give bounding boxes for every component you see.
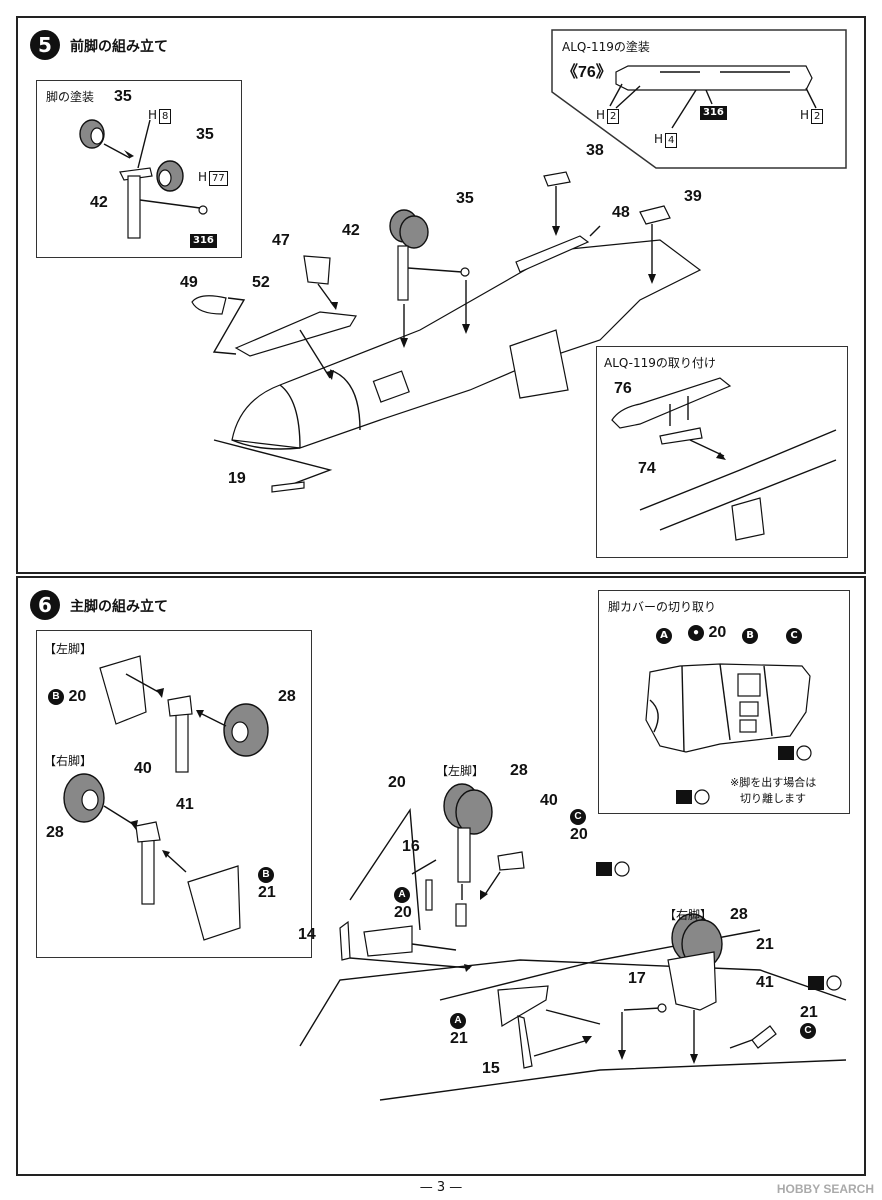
left-leg-part-28: 28	[278, 688, 296, 705]
alq-part-76: 76	[614, 380, 632, 397]
cover-cut-marker-b: B	[742, 628, 758, 644]
right-leg-part-41: 41	[176, 796, 194, 813]
paint-code-316: 316	[190, 232, 217, 248]
main-right-title: 【右脚】	[664, 908, 713, 922]
step6-title: 主脚の組み立て	[70, 599, 168, 615]
part-38: 38	[586, 142, 604, 159]
main-part-21b: 21	[756, 936, 774, 953]
main-part-15: 15	[482, 1060, 500, 1077]
cover-cut-marker-a: A	[656, 628, 672, 644]
paint-part-35b: 35	[196, 126, 214, 143]
part-39: 39	[684, 188, 702, 205]
main-left-title: 【左脚】	[436, 764, 485, 778]
cover-cut-note-2: 切り離します	[740, 792, 806, 805]
cover-cut-marker-c: C	[786, 628, 802, 644]
cover-cut-title: 脚カバーの切り取り	[608, 600, 717, 614]
main-part-41: 41	[756, 974, 774, 991]
step5-number: 5	[30, 30, 60, 60]
watermark: HOBBY SEARCH	[776, 1182, 874, 1196]
step6-number: 6	[30, 590, 60, 620]
alq-paint-part: 《76》	[562, 64, 612, 81]
left-leg-part-20: B 20	[48, 688, 86, 706]
part-52: 52	[252, 274, 270, 291]
alq-code-316: 316	[700, 104, 727, 120]
main-part-40: 40	[540, 792, 558, 809]
part-47: 47	[272, 232, 290, 249]
alq-mount-title: ALQ-119の取り付け	[604, 356, 716, 370]
main-part-17: 17	[628, 970, 646, 987]
paint-part-42: 42	[90, 194, 108, 211]
paint-part-35a: 35	[114, 88, 132, 105]
right-leg-part-28: 28	[46, 824, 64, 841]
right-leg-title: 【右脚】	[44, 754, 93, 768]
alq-paint-title: ALQ-119の塗装	[562, 40, 650, 54]
cover-cut-note-1: ※脚を出す場合は	[730, 776, 817, 789]
left-leg-part-40: 40	[134, 760, 152, 777]
main-part-16: 16	[402, 838, 420, 855]
part-48: 48	[612, 204, 630, 221]
part-19: 19	[228, 470, 246, 487]
part-35: 35	[456, 190, 474, 207]
main-part-14: 14	[298, 926, 316, 943]
alq-part-74: 74	[638, 460, 656, 477]
page-number: — 3 —	[419, 1180, 463, 1195]
cover-cut-part-20: ● 20	[688, 624, 726, 642]
step5-title: 前脚の組み立て	[70, 39, 168, 55]
main-part-20a: 20	[388, 774, 406, 791]
left-leg-title: 【左脚】	[44, 642, 93, 656]
leg-paint-title: 脚の塗装	[46, 90, 95, 104]
part-49: 49	[180, 274, 198, 291]
main-part-28b: 28	[730, 906, 748, 923]
part-42: 42	[342, 222, 360, 239]
main-part-28a: 28	[510, 762, 528, 779]
alq-mount-box	[596, 346, 848, 558]
leg-subassembly-box	[36, 630, 312, 958]
